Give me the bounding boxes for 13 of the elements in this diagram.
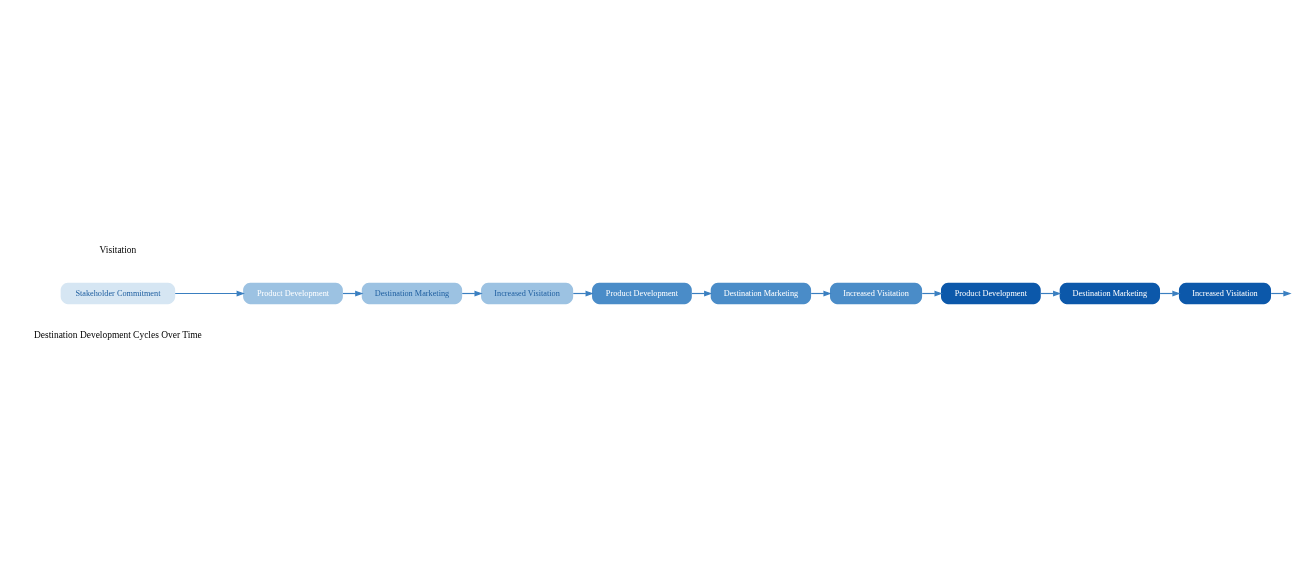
- label: Destination Development Cycles Over Time: [33, 329, 202, 340]
- label: Visitation: [99, 244, 136, 255]
- node-box: Product Development: [591, 282, 692, 304]
- node-box: Increased Visitation: [480, 282, 573, 304]
- node-box: Stakeholder Commitment: [60, 282, 175, 304]
- node-box: Destination Marketing: [1059, 282, 1160, 304]
- node-box: Product Development: [242, 282, 343, 304]
- node-box: Destination Marketing: [710, 282, 811, 304]
- node-box: Product Development: [940, 282, 1041, 304]
- node-box: Increased Visitation: [829, 282, 922, 304]
- node-box: Destination Marketing: [361, 282, 462, 304]
- arrow: [174, 290, 245, 296]
- node-box: Increased Visitation: [1178, 282, 1271, 304]
